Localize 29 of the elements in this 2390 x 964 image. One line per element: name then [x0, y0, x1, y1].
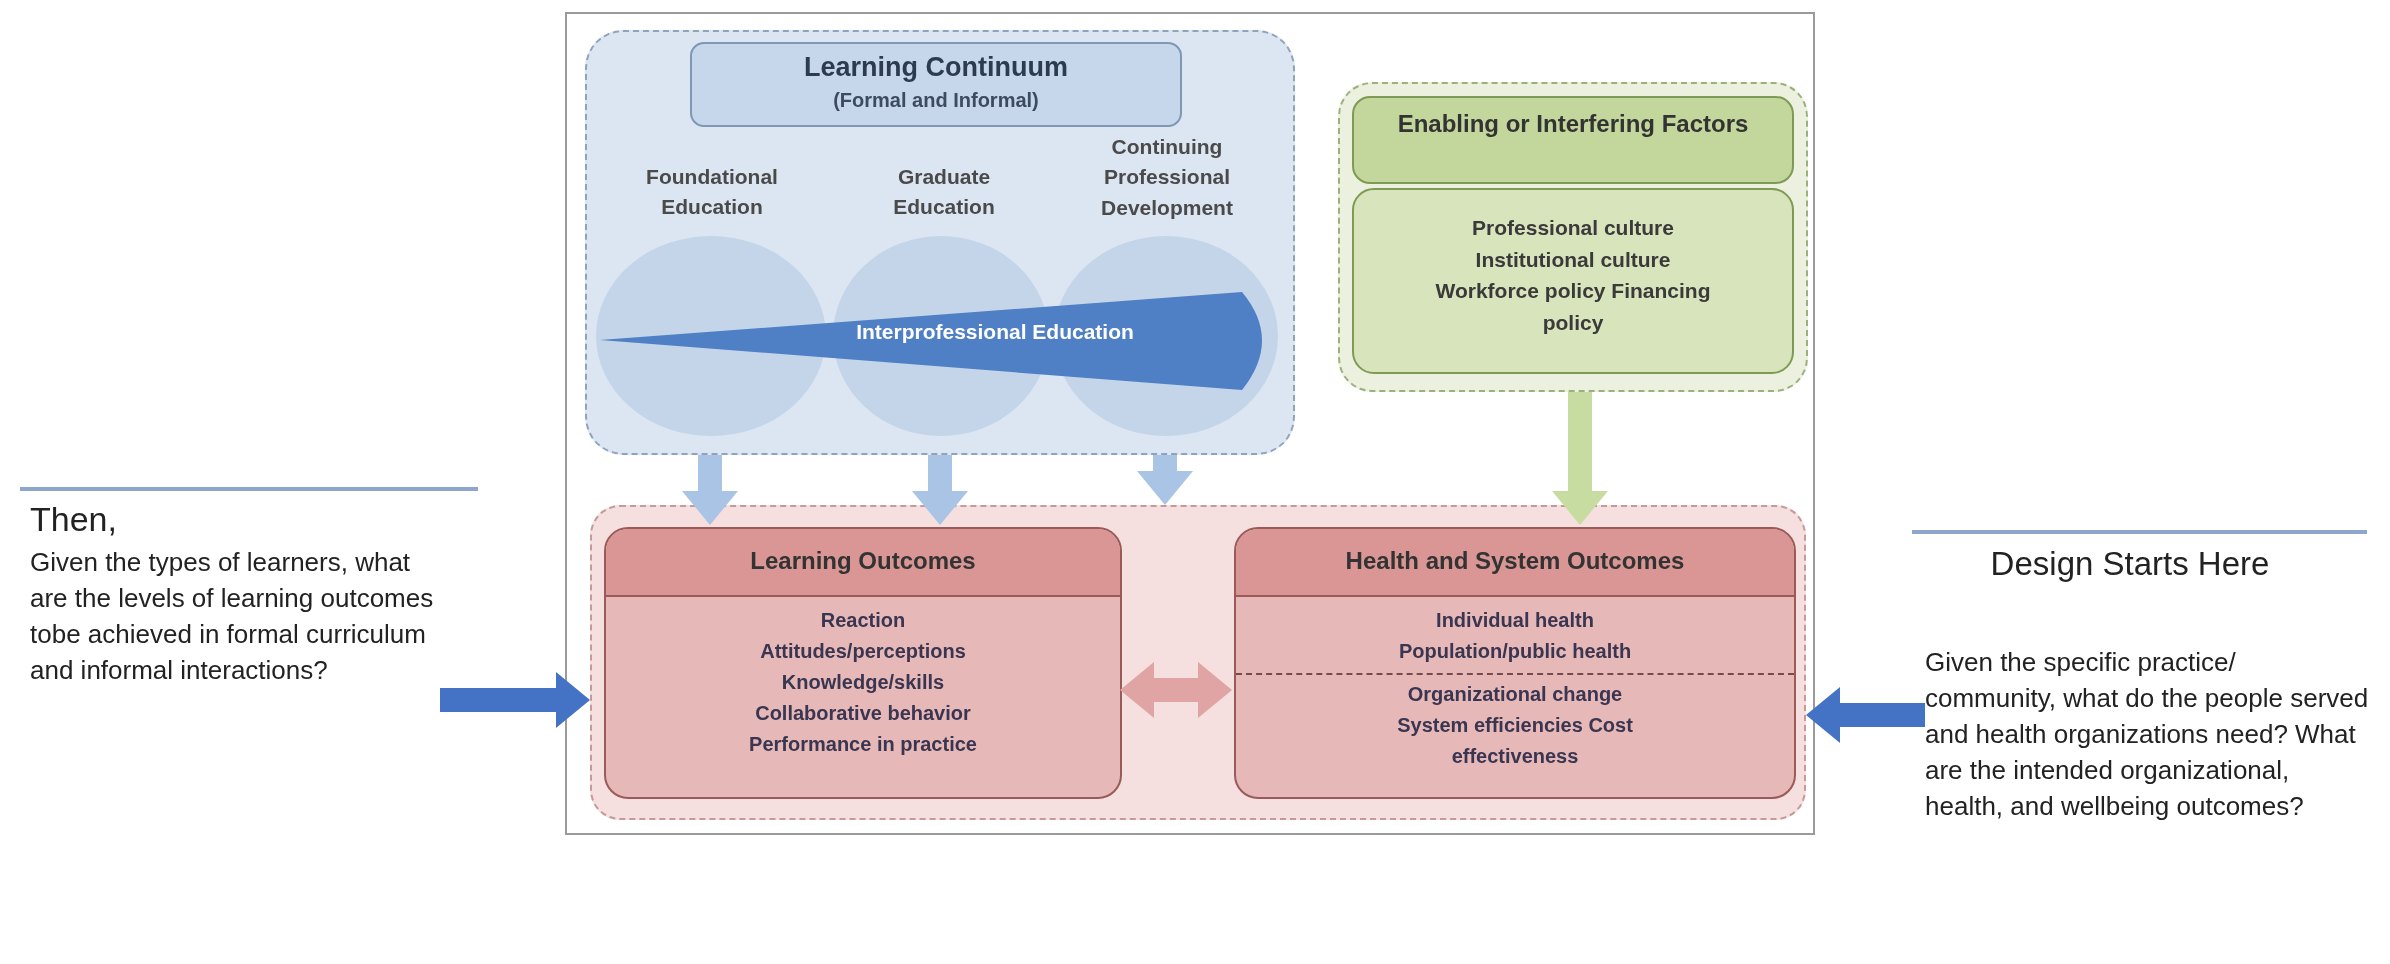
- arrow: [1552, 392, 1608, 525]
- learning-continuum-panel: [585, 30, 1295, 455]
- arrow: [1806, 687, 1925, 743]
- note-heading: Then,: [30, 500, 118, 539]
- panel-subtitle: (Formal and Informal): [832, 89, 1040, 112]
- factor-list: Professional culture Institutional culture Workforce policy Financing policy: [1429, 212, 1717, 338]
- factors-panel: [1338, 82, 1808, 392]
- outcome-list: Individual health Population/public health: [1370, 605, 1660, 667]
- arrow: [912, 455, 968, 525]
- outcome-list: Reaction Attitudes/perceptions Knowledge/skills Collaborative behavior Performance in practice: [728, 605, 998, 760]
- arrow: [1120, 662, 1232, 718]
- panel-title: Learning Continuum: [803, 52, 1069, 83]
- outcome-heading: Health and System Outcomes: [1236, 529, 1794, 597]
- note-text: Given the specific practice/ community, what do the people served and health organizations need? What are the intended organizational, health, and wellbeing outcomes?: [1925, 646, 2370, 823]
- outcome-list: Organizational change System efficiencies Cost effectiveness: [1236, 673, 1794, 772]
- arrow: [440, 672, 590, 728]
- note-heading: Design Starts Here: [1989, 545, 2271, 583]
- note-text: Given the types of learners, what are the levels of learning outcomes tobe achieved in formal curriculum and informal interactions?: [30, 546, 435, 687]
- arrow: [1137, 455, 1193, 505]
- stage-label: Foundational Education: [645, 164, 779, 221]
- outcome-heading: Learning Outcomes: [606, 529, 1120, 597]
- stage-label: Graduate Education: [892, 164, 996, 221]
- outcomes-panel: [590, 505, 1806, 820]
- outcome-panel: [1234, 527, 1796, 799]
- panel-heading: Enabling or Interfering Factors: [1352, 96, 1794, 184]
- outcome-panel: [604, 527, 1122, 799]
- arrow: [682, 455, 738, 525]
- stage-label: Continuing Professional Development: [1100, 134, 1234, 221]
- band-label: Interprofessional Education: [855, 320, 1135, 344]
